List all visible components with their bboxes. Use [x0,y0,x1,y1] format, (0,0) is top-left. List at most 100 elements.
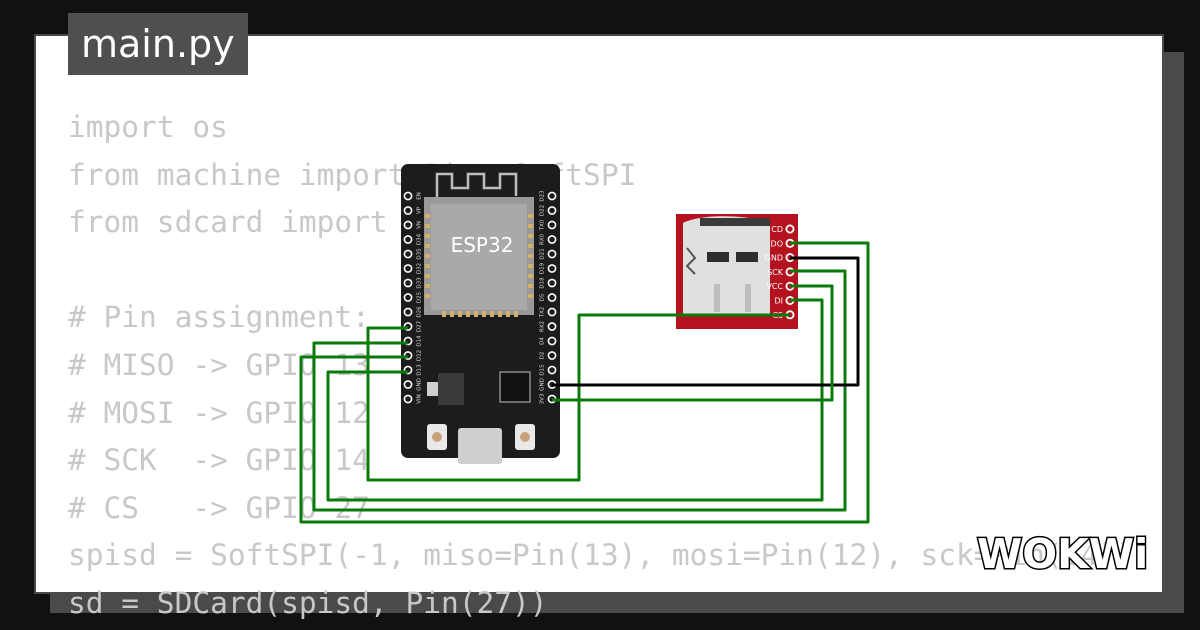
header-pin-d2[interactable] [547,351,557,360]
en-button-cap [432,432,442,442]
pin-label: RX2 [540,321,546,332]
module-pad [482,311,486,317]
sd-socket-hinge [700,218,770,226]
module-pad [425,224,430,228]
module-pad [425,244,430,248]
header-pin-rx2[interactable] [547,322,557,331]
module-pad [528,254,533,258]
file-tab-main-py[interactable]: main.py [68,13,248,75]
module-pad [514,311,518,317]
header-pin-d19[interactable] [547,264,557,273]
module-pad [528,224,533,228]
micro-usb-port [458,428,502,464]
sd-pin-label: DO [771,239,783,248]
pin-label: 3V3 [540,393,546,404]
header-pin-tx0[interactable] [547,220,557,230]
code-line: import os [68,110,228,144]
wokwi-logo: WOKWi [976,529,1150,580]
sd-pin-strip [745,284,751,312]
wokwi-logo-text: WOKWi [977,530,1148,578]
pin-label: D35 [417,248,423,260]
sd-pin-strip [714,284,720,312]
header-pin-d33[interactable] [403,278,413,288]
header-pin-gnd[interactable] [403,380,413,389]
sd-contact [736,252,758,262]
header-pin-d5[interactable] [547,293,557,302]
sd-pin-label: DI [774,297,783,306]
module-pad [425,294,430,298]
module-pads [425,214,533,317]
esp32-chip-label: ESP32 [451,233,514,257]
module-pad [425,234,430,238]
pin-label: D13 [417,364,423,376]
pin-label: D19 [540,262,546,274]
pin-label: D12 [417,350,423,361]
pin-label: TX0 [540,219,546,231]
module-pad [506,311,510,317]
header-pin-tx2[interactable] [547,307,557,317]
pin-label: GND [540,378,546,391]
module-pad [450,311,454,317]
pin-label: D18 [540,277,546,289]
code-line: # MISO -> GPIO 13 [68,347,370,382]
sd-contact [707,252,729,262]
pin-label: VP [417,206,423,214]
module-pad [425,274,430,278]
sd-pin-cd[interactable] [785,224,795,234]
header-pin-rx0[interactable] [547,235,557,244]
esp32-module-can [431,204,527,310]
pin-label: D5 [540,293,546,301]
pin-label: D34 [417,233,423,245]
module-pad [474,311,478,317]
antenna-trace [435,172,518,198]
module-pad [425,284,430,288]
header-pin-d26[interactable] [403,307,413,317]
pin-label: VIN [417,394,423,404]
module-pad [490,311,494,317]
esp32-right-header: D23D22TX0RX0D21D19D18D5TX2RX2D4D2D15GND3… [540,190,557,404]
header-pin-d35[interactable] [403,249,413,259]
module-pad [442,311,446,317]
module-pad [425,214,430,218]
header-pin-en[interactable] [403,191,413,201]
code-line: # MOSI -> GPIO 12 [68,395,370,430]
module-pad [528,244,533,248]
pin-label: D2 [540,352,546,360]
module-pad [466,311,470,317]
header-pin-vin[interactable] [403,394,413,404]
esp32-devkit[interactable]: ESP32 ENVPVND34D35D32D33D25D26D27D14D12D… [401,164,560,464]
wires [299,241,870,524]
header-pin-vn[interactable] [403,220,413,230]
wire-gnd [552,256,860,387]
pin-label: D14 [417,335,423,347]
header-pin-d21[interactable] [547,249,557,259]
code-line: spisd = SoftSPI(-1, miso=Pin(13), mosi=P… [68,538,1134,573]
header-pin-d25[interactable] [403,293,413,302]
wire-mosi [326,298,824,502]
pin-label: D22 [540,205,546,216]
voltage-regulator [438,373,464,405]
header-pin-d15[interactable] [547,365,557,375]
wire-cs [366,313,790,482]
code-line: sd = SDCard(spisd, Pin(27)) [68,585,548,620]
code-line: # Pin assignment: [68,300,370,335]
header-pin-d22[interactable] [547,206,557,215]
header-pin-d32[interactable] [403,264,413,273]
module-pad [528,214,533,218]
sd-pin-label: VCC [766,282,783,291]
code-line: # CS -> GPIO 27 [68,490,370,525]
usb-uart-chip [499,371,531,403]
pin-label: EN [417,192,423,200]
header-pin-d23[interactable] [547,191,557,201]
header-pin-vp[interactable] [403,206,413,215]
wire-sck [312,269,847,512]
header-pin-d34[interactable] [403,235,413,244]
pin-label: GND [417,378,423,391]
pin-label: D15 [540,364,546,376]
header-pin-d4[interactable] [547,336,557,346]
pin-label: D33 [417,277,423,289]
header-pin-d18[interactable] [547,278,557,288]
